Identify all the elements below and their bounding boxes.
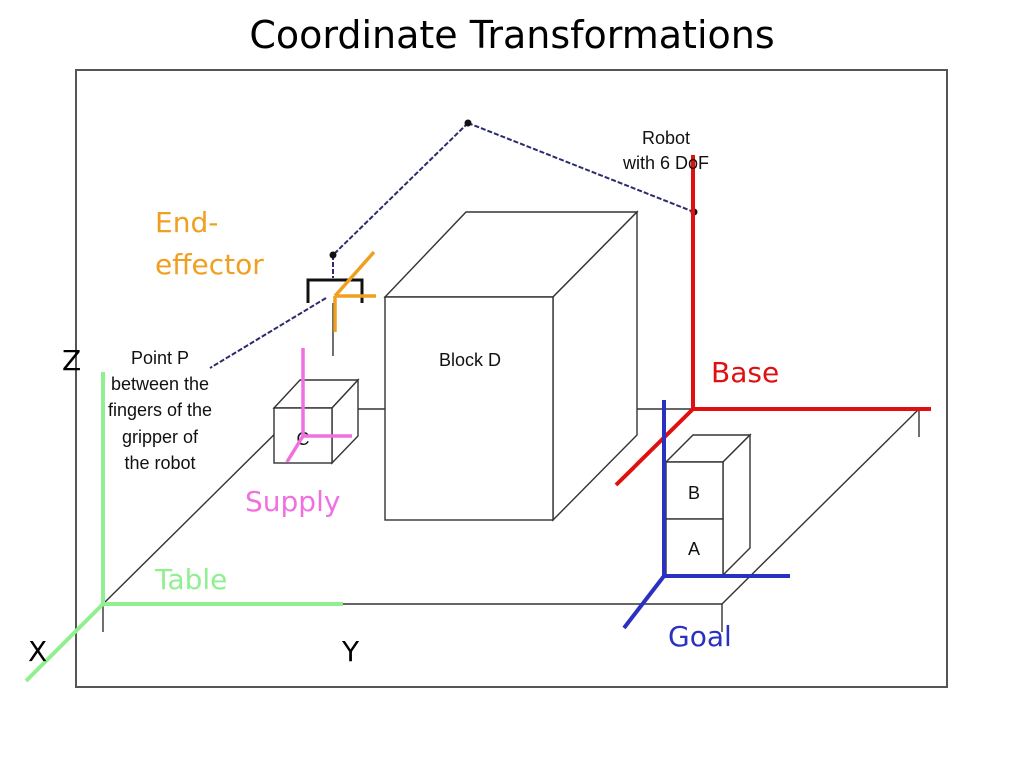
goal-frame bbox=[622, 400, 790, 630]
base-frame bbox=[614, 155, 931, 487]
figure-frame bbox=[75, 69, 948, 688]
point-p-label-line3: fingers of the bbox=[108, 400, 212, 420]
page-title: Coordinate Transformations bbox=[249, 13, 774, 57]
robot-label-line1: Robot bbox=[642, 128, 690, 148]
point-p-label-line4: gripper of bbox=[122, 427, 199, 447]
gripper bbox=[306, 278, 364, 303]
supply-frame bbox=[285, 348, 352, 463]
table-label: Table bbox=[154, 563, 227, 596]
axis-y-label: Y bbox=[341, 635, 360, 668]
end-effector-frame bbox=[333, 250, 376, 332]
axis-z-label: Z bbox=[62, 344, 81, 377]
robot-label-line2: with 6 DoF bbox=[622, 153, 709, 173]
point-p-label-line1: Point P bbox=[131, 348, 189, 368]
block-c: C bbox=[272, 378, 360, 465]
end-effector-label-line1: End- bbox=[155, 206, 218, 239]
block-stack-a-b: B A bbox=[664, 433, 752, 577]
block-b-label: B bbox=[688, 483, 700, 503]
block-d: Block D bbox=[383, 210, 639, 522]
block-a-label: A bbox=[688, 539, 700, 559]
table-frame bbox=[24, 372, 343, 683]
robot-arm bbox=[209, 119, 698, 369]
point-p-label-line2: between the bbox=[111, 374, 209, 394]
joint-wrist bbox=[329, 251, 337, 259]
point-p-label-line5: the robot bbox=[124, 453, 195, 473]
base-label: Base bbox=[711, 356, 779, 389]
supply-label: Supply bbox=[245, 485, 340, 518]
goal-label: Goal bbox=[668, 620, 732, 653]
axis-x-label: X bbox=[28, 635, 47, 668]
joint-elbow bbox=[464, 119, 472, 127]
end-effector-label-line2: effector bbox=[155, 248, 264, 281]
block-d-label: Block D bbox=[439, 350, 501, 370]
